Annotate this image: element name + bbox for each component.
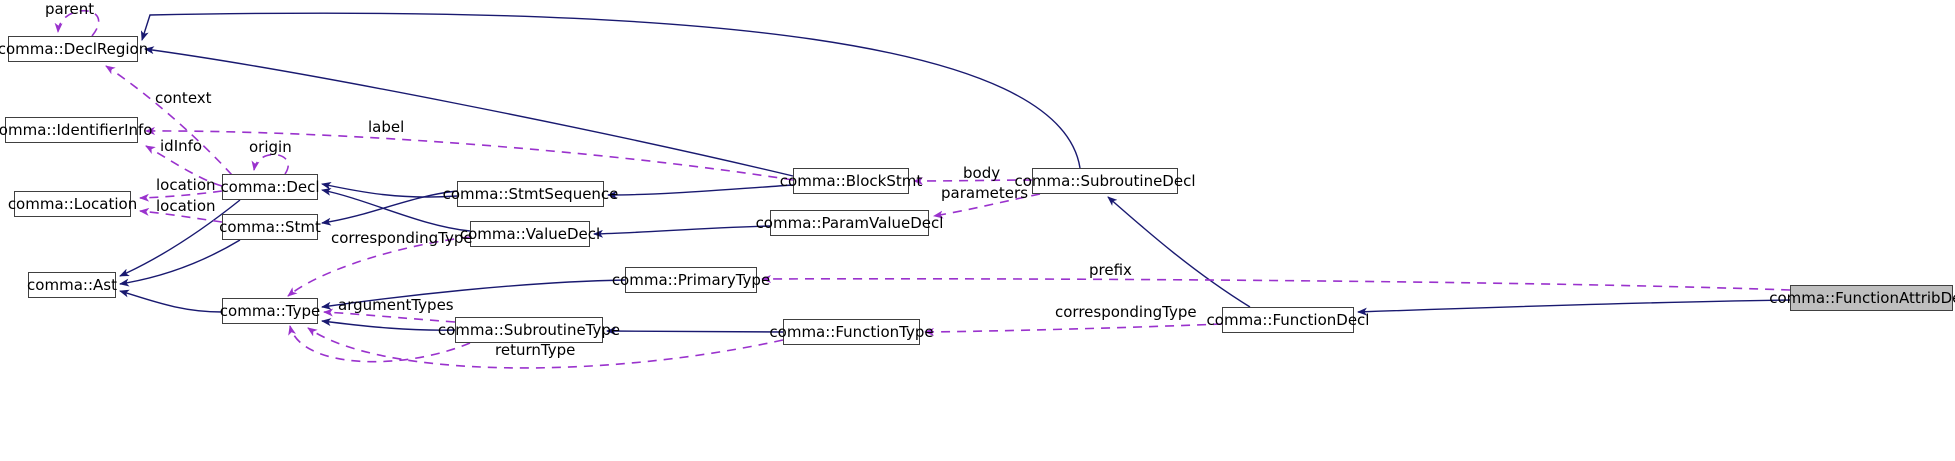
edge-label-text: context <box>155 89 212 107</box>
node-comma-identifierinfo[interactable]: comma::IdentifierInfo <box>0 117 152 143</box>
node-label: comma::StmtSequence <box>442 184 619 203</box>
node-label: comma::Location <box>7 194 138 213</box>
node-label: comma::SubroutineDecl <box>1014 171 1196 190</box>
node-label: comma::Type <box>219 301 321 320</box>
edge-label-text: correspondingType <box>1055 303 1197 321</box>
node-comma-functiontype[interactable]: comma::FunctionType <box>769 319 934 345</box>
edge-label-idinfo: idInfo <box>160 139 202 154</box>
edge-label-argumenttypes: argumentTypes <box>338 298 454 313</box>
node-comma-subroutinedecl[interactable]: comma::SubroutineDecl <box>1015 168 1196 194</box>
node-comma-valuedecl[interactable]: comma::ValueDecl <box>460 221 600 247</box>
node-comma-stmt[interactable]: comma::Stmt <box>219 214 321 240</box>
node-comma-location[interactable]: comma::Location <box>8 191 137 217</box>
node-label: comma::ValueDecl <box>459 224 601 243</box>
edge-label-text: prefix <box>1089 261 1132 279</box>
node-label: comma::FunctionType <box>769 322 934 341</box>
node-comma-declregion[interactable]: comma::DeclRegion <box>0 36 148 62</box>
edge-label-text: origin <box>249 138 292 156</box>
edge-label-correspondingtype-functiondecl: correspondingType <box>1055 305 1197 320</box>
edge-label-text: parameters <box>941 184 1029 202</box>
edge-label-text: returnType <box>495 341 576 359</box>
node-label: comma::SubroutineType <box>437 320 621 339</box>
edge-label-body: body <box>963 166 1000 181</box>
edge-label-prefix: prefix <box>1089 263 1132 278</box>
node-label: comma::IdentifierInfo <box>0 120 153 139</box>
node-comma-blockstmt[interactable]: comma::BlockStmt <box>780 168 922 194</box>
node-label: comma::Decl <box>220 177 320 196</box>
node-label: comma::DeclRegion <box>0 39 149 58</box>
edge-label-label: label <box>368 120 404 135</box>
node-comma-type[interactable]: comma::Type <box>219 298 321 324</box>
node-comma-functiondecl[interactable]: comma::FunctionDecl <box>1207 307 1369 333</box>
edge-label-text: idInfo <box>160 137 203 155</box>
node-comma-functionattribdecl[interactable]: comma::FunctionAttribDecl <box>1769 285 1955 311</box>
edge-label-text: correspondingType <box>331 229 473 247</box>
node-comma-decl[interactable]: comma::Decl <box>220 174 320 200</box>
edge-label-text: location <box>156 197 216 215</box>
edge-label-location-decl: location <box>156 178 216 193</box>
node-label: comma::Ast <box>27 275 117 294</box>
edge-label-origin: origin <box>249 140 292 155</box>
edge-label-text: location <box>156 176 216 194</box>
edge-label-parameters: parameters <box>941 186 1028 201</box>
edge-label-correspondingtype-valuedecl: correspondingType <box>331 231 473 246</box>
node-label: comma::BlockStmt <box>779 171 923 190</box>
edge-label-text: parent <box>45 0 95 18</box>
edge-label-location-stmt: location <box>156 199 216 214</box>
node-comma-ast[interactable]: comma::Ast <box>27 272 117 298</box>
edge-label-returntype: returnType <box>495 343 575 358</box>
node-label: comma::FunctionDecl <box>1206 310 1370 329</box>
node-comma-subroutinetype[interactable]: comma::SubroutineType <box>438 317 620 343</box>
edge-label-context: context <box>155 91 212 106</box>
node-comma-primarytype[interactable]: comma::PrimaryType <box>612 267 770 293</box>
node-label: comma::ParamValueDecl <box>755 213 944 232</box>
node-label: comma::Stmt <box>219 217 321 236</box>
node-comma-paramvaluedecl[interactable]: comma::ParamValueDecl <box>756 210 943 236</box>
node-label: comma::PrimaryType <box>611 270 771 289</box>
node-label: comma::FunctionAttribDecl <box>1769 288 1955 307</box>
edge-label-text: label <box>368 118 405 136</box>
edge-label-text: argumentTypes <box>338 296 454 314</box>
edge-label-text: body <box>963 164 1001 182</box>
edge-label-parent: parent <box>45 2 94 17</box>
node-comma-stmtsequence[interactable]: comma::StmtSequence <box>443 181 618 207</box>
